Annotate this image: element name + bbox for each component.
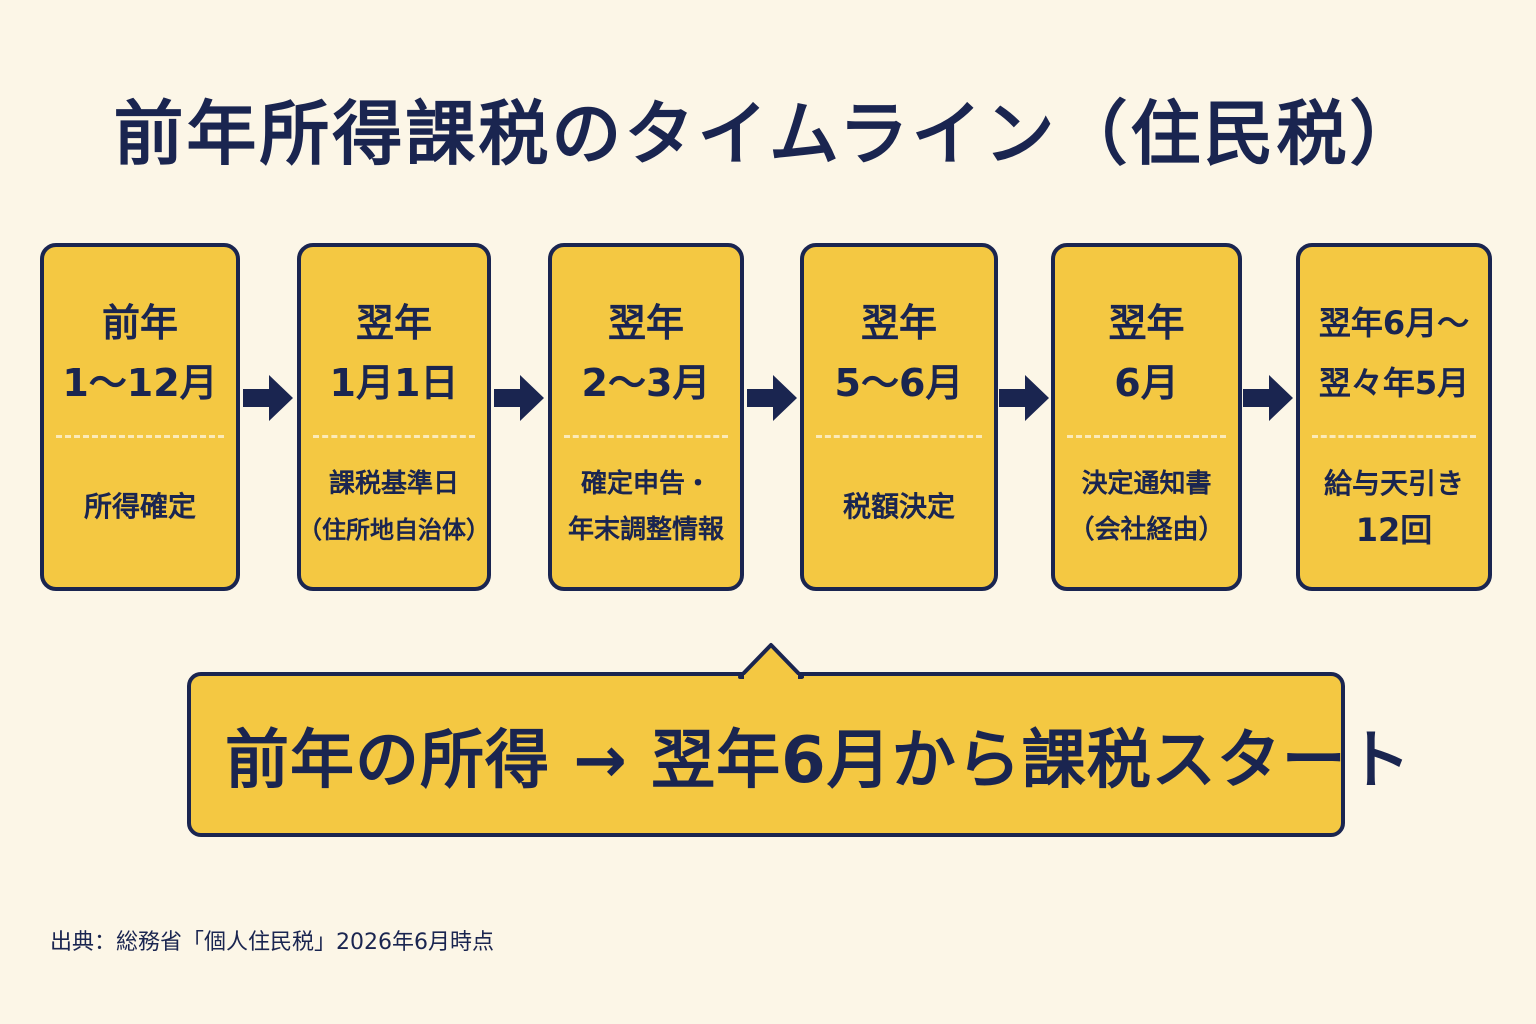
step-period-line: 翌年 [860,301,937,345]
step-period-line: 1月1日 [329,361,459,405]
step-description: 所得確定 [44,457,236,557]
summary-callout-text: 前年の所得 → 翌年6月から課税スタート [225,723,1412,798]
timeline-step-6: 翌年6月〜 翌々年5月 給与天引き 12回 [1296,243,1492,591]
step-period: 前年 1〜12月 [44,293,236,413]
step-description: 給与天引き 12回 [1300,457,1488,557]
step-period-line: 翌年6月〜 [1318,304,1470,342]
summary-callout: 前年の所得 → 翌年6月から課税スタート [187,672,1412,837]
timeline-step-3: 翌年 2〜3月 確定申告・ 年末調整情報 [548,243,744,591]
timeline-step-2: 翌年 1月1日 課税基準日 （住所地自治体） [297,243,491,591]
step-period-line: 1〜12月 [62,361,218,405]
step-period: 翌年 5〜6月 [804,293,994,413]
step-description-line: 12回 [1355,511,1433,549]
step-description: 決定通知書 （会社経由） [1055,457,1238,557]
arrow-right-icon [747,375,797,421]
step-description-line: 給与天引き [1323,467,1464,500]
arrow-right-icon [999,375,1049,421]
dashed-divider [1067,435,1226,438]
step-period-line: 翌年 [607,301,684,345]
step-description-line: （住所地自治体） [298,516,490,544]
timeline-step-1: 前年 1〜12月 所得確定 [40,243,240,591]
page-title: 前年所得課税のタイムライン（住民税） [113,93,1423,175]
step-period-line: 前年 [101,301,178,345]
step-period: 翌年 2〜3月 [552,293,740,413]
step-description-line: 課税基準日 [328,469,459,499]
arrow-right-icon [243,375,293,421]
step-description-line: （会社経由） [1068,515,1225,545]
step-description-line: 確定申告・ [580,469,711,499]
step-description: 確定申告・ 年末調整情報 [552,457,740,557]
step-period-line: 5〜6月 [834,361,964,405]
step-period-line: 翌年 [355,301,432,345]
timeline-step-4: 翌年 5〜6月 税額決定 [800,243,998,591]
dashed-divider [564,435,728,438]
arrow-right-icon [494,375,544,421]
step-description-line: 税額決定 [842,490,955,523]
dashed-divider [313,435,475,438]
step-period: 翌年 1月1日 [301,293,487,413]
source-note: 出典：総務省「個人住民税」2026年6月時点 [50,930,494,955]
step-description: 課税基準日 （住所地自治体） [298,457,490,557]
step-description-line: 所得確定 [83,490,196,523]
callout-pointer-icon [738,643,804,681]
step-period: 翌年 6月 [1055,293,1238,413]
step-description-line: 決定通知書 [1081,469,1212,499]
dashed-divider [816,435,982,438]
dashed-divider [1312,435,1476,438]
step-period: 翌年6月〜 翌々年5月 [1300,293,1488,413]
step-period-line: 2〜3月 [581,361,711,405]
arrow-right-icon [1243,375,1293,421]
step-description-line: 年末調整情報 [567,515,724,545]
step-description: 税額決定 [804,457,994,557]
step-period-line: 6月 [1114,361,1179,405]
step-period-line: 翌々年5月 [1318,364,1470,402]
timeline-step-5: 翌年 6月 決定通知書 （会社経由） [1051,243,1242,591]
step-period-line: 翌年 [1108,301,1185,345]
dashed-divider [56,435,224,438]
